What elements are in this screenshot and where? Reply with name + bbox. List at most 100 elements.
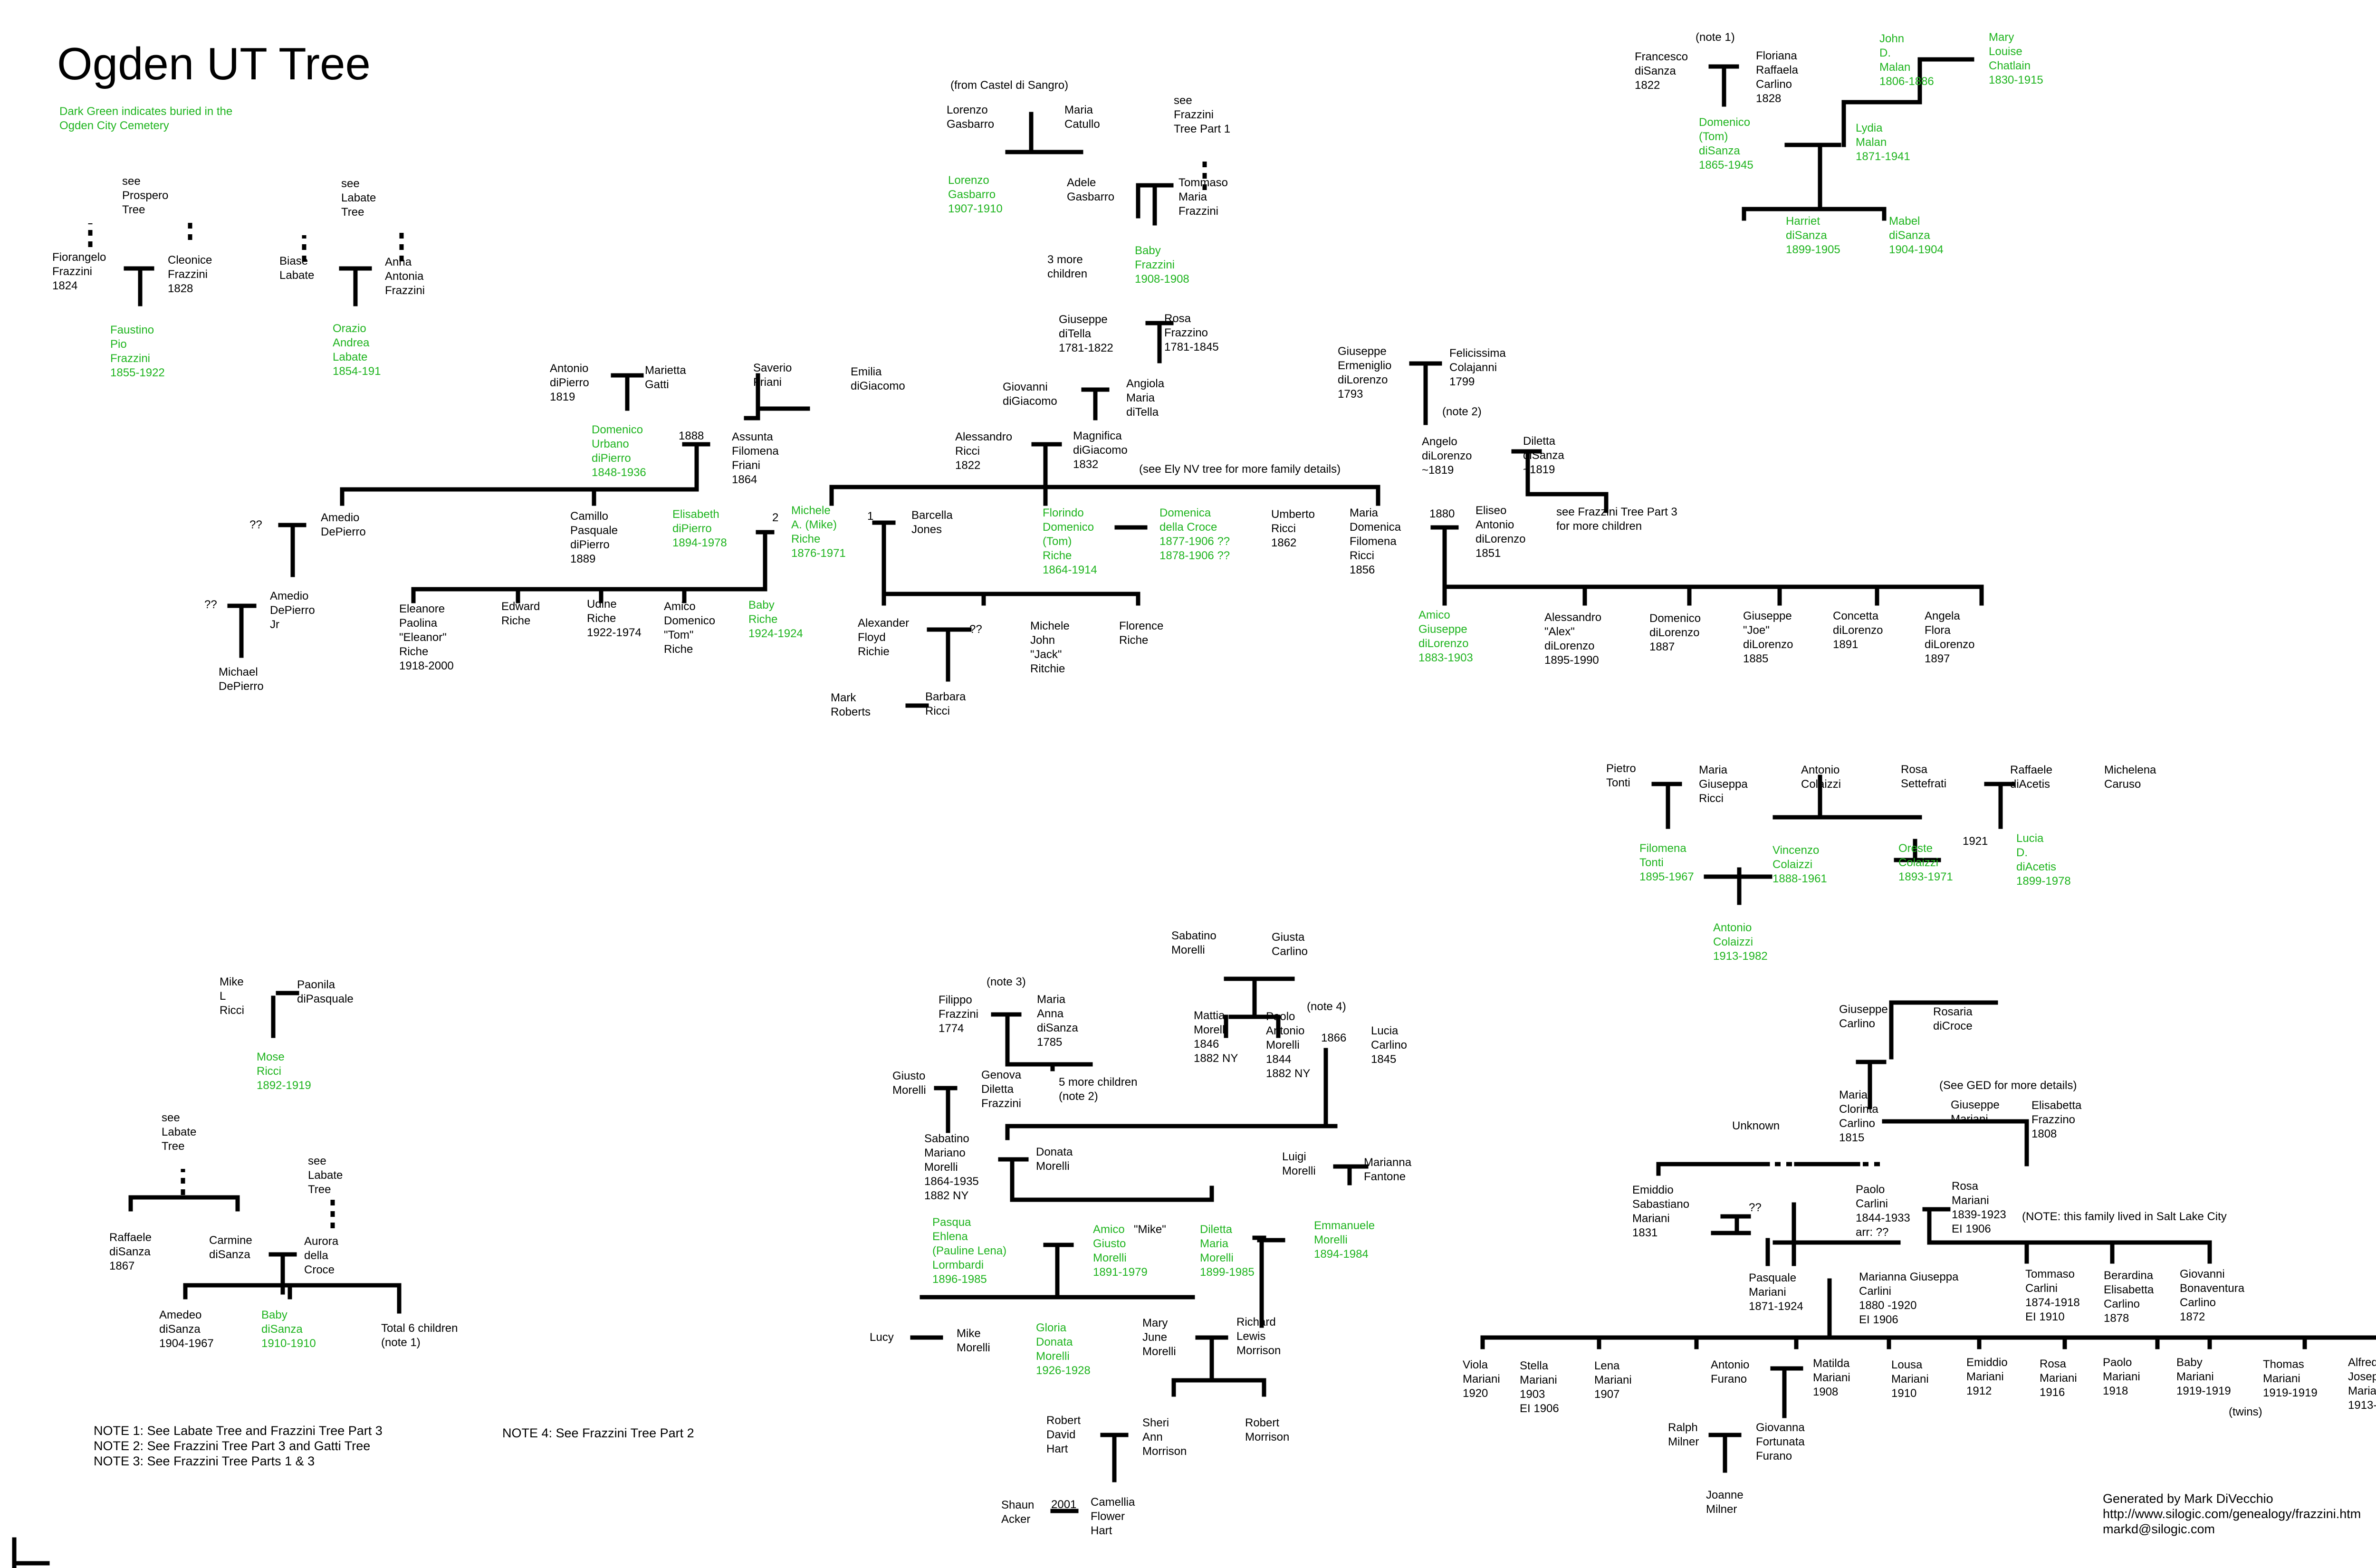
person-entry: ?? bbox=[249, 518, 262, 531]
person-entry: John D. Malan 1806-1886 bbox=[1879, 32, 1934, 88]
person-entry: see Frazzini Tree Part 1 bbox=[1174, 94, 1231, 135]
person-entry: Tommaso Maria Frazzini bbox=[1178, 176, 1228, 218]
person-entry: Rosa Frazzino 1781-1845 bbox=[1164, 312, 1219, 354]
chart-title: Ogden UT Tree bbox=[57, 38, 371, 89]
person-entry: Mark Roberts bbox=[831, 691, 871, 718]
person-entry: ?? bbox=[1749, 1201, 1762, 1214]
person-entry: Joanne Milner bbox=[1706, 1489, 1744, 1516]
person-entry: Amedeo diSanza 1904-1967 bbox=[159, 1309, 214, 1350]
person-entry: Mose Ricci 1892-1919 bbox=[257, 1051, 311, 1092]
person-entry: Lorenzo Gasbarro bbox=[947, 104, 995, 131]
person-entry: Giuseppe Mariani bbox=[1951, 1099, 2000, 1126]
person-entry: Angela Flora diLorenzo 1897 bbox=[1925, 610, 1975, 665]
person-entry: Lucia Carlino 1845 bbox=[1371, 1024, 1408, 1066]
person-entry: Marietta Gatti bbox=[645, 364, 686, 391]
person-entry: Lydia Malan 1871-1941 bbox=[1856, 122, 1910, 163]
person-entry: Pasquale Mariani 1871-1924 bbox=[1749, 1272, 1803, 1313]
person-entry: Domenico Urbano diPierro 1848-1936 bbox=[592, 423, 646, 479]
person-entry: Diletta Maria Morelli 1899-1985 bbox=[1200, 1223, 1255, 1279]
person-entry: Giuseppe "Joe" diLorenzo 1885 bbox=[1743, 610, 1793, 665]
person-entry: ?? bbox=[204, 598, 217, 611]
person-entry: Giuseppe Carlino bbox=[1839, 1003, 1888, 1030]
person-entry: Domenica della Croce 1877-1906 ?? 1878-1… bbox=[1159, 507, 1230, 562]
person-entry: 1880 bbox=[1429, 507, 1455, 520]
person-entry: Lucy bbox=[870, 1331, 894, 1344]
person-entry: see Frazzini Tree Part 3 for more childr… bbox=[1556, 506, 1677, 533]
person-entry: Luigi Morelli bbox=[1282, 1150, 1316, 1177]
person-entry: Antonio Furano bbox=[1711, 1358, 1750, 1386]
legend-note: Dark Green indicates buried in the Ogden… bbox=[59, 105, 233, 132]
person-entry: Udine Riche 1922-1974 bbox=[587, 598, 642, 639]
person-entry: Domenico (Tom) diSanza 1865-1945 bbox=[1699, 116, 1753, 172]
person-entry: Concetta diLorenzo 1891 bbox=[1833, 610, 1883, 651]
person-entry: Domenico diLorenzo 1887 bbox=[1649, 612, 1701, 653]
person-entry: Genova Diletta Frazzini bbox=[981, 1069, 1022, 1110]
person-entry: Maria Giuseppa Ricci bbox=[1699, 764, 1748, 805]
person-entry: Maria Anna diSanza 1785 bbox=[1037, 993, 1078, 1049]
person-entry: Rosaria diCroce bbox=[1933, 1005, 1973, 1033]
person-entry: ?? bbox=[969, 623, 982, 636]
person-entry: Florindo Domenico (Tom) Riche 1864-1914 bbox=[1043, 507, 1097, 576]
person-entry: Giovanna Fortunata Furano bbox=[1756, 1421, 1805, 1463]
person-entry: Sabatino Morelli bbox=[1171, 929, 1217, 956]
person-entry: Emiddio Sabastiano Mariani 1831 bbox=[1632, 1184, 1690, 1239]
person-entry: Filippo Frazzini 1774 bbox=[939, 994, 979, 1035]
person-entry: Rosa Settefrati bbox=[1901, 763, 1947, 790]
person-entry: Michelena Caruso bbox=[2104, 764, 2156, 791]
person-entry: Maria Catullo bbox=[1064, 104, 1100, 131]
person-entry: Berardina Elisabetta Carlino 1878 bbox=[2104, 1269, 2154, 1325]
person-entry: Giuseppe Ermeniglio diLorenzo 1793 bbox=[1338, 345, 1392, 401]
person-entry: Rosa Mariani 1916 bbox=[2040, 1358, 2077, 1399]
person-entry: Thomas Mariani 1919-1919 bbox=[2263, 1358, 2318, 1399]
person-entry: Rosa Mariani 1839-1923 EI 1906 bbox=[1952, 1180, 2006, 1235]
person-entry: Michael DePierro bbox=[219, 666, 264, 693]
person-entry: Angiola Maria diTella bbox=[1126, 377, 1165, 419]
person-entry: Baby Riche 1924-1924 bbox=[748, 599, 803, 640]
person-entry: "Mike" bbox=[1134, 1223, 1166, 1236]
person-entry: Robert David Hart bbox=[1046, 1414, 1081, 1455]
person-entry: Giovanni diGiacomo bbox=[1003, 381, 1057, 408]
footer-note: Generated by Mark DiVecchio http://www.s… bbox=[2103, 1492, 2361, 1536]
person-entry: Florence Riche bbox=[1119, 620, 1164, 647]
person-entry: (twins) bbox=[2229, 1405, 2262, 1418]
person-entry: Paolo Mariani 1918 bbox=[2103, 1356, 2140, 1397]
person-entry: Antonio Colaizzi bbox=[1801, 764, 1841, 791]
person-entry: Elisabetta Frazzino 1808 bbox=[2031, 1099, 2082, 1140]
person-entry: Diletta diSanza ~1819 bbox=[1523, 435, 1564, 476]
person-entry: Saverio Friani bbox=[753, 362, 792, 389]
footer-note: NOTE 4: See Frazzini Tree Part 2 bbox=[502, 1426, 694, 1440]
person-entry: Mike L Ricci bbox=[220, 975, 244, 1017]
person-entry: Harriet diSanza 1899-1905 bbox=[1786, 215, 1840, 256]
person-entry: Francesco diSanza 1822 bbox=[1635, 50, 1688, 92]
person-entry: (from Castel di Sangro) bbox=[950, 79, 1069, 92]
person-entry: Antonio diPierro 1819 bbox=[550, 362, 589, 403]
person-entry: Giuseppe diTella 1781-1822 bbox=[1059, 313, 1113, 354]
person-entry: Lorenzo Gasbarro 1907-1910 bbox=[948, 174, 1003, 215]
person-entry: Emmanuele Morelli 1894-1984 bbox=[1314, 1219, 1375, 1261]
person-entry: Baby diSanza 1910-1910 bbox=[261, 1309, 316, 1350]
person-entry: Giusto Morelli 1891-1979 bbox=[1093, 1237, 1148, 1279]
person-entry: Aurora della Croce bbox=[304, 1235, 339, 1276]
person-entry: Mabel diSanza 1904-1904 bbox=[1889, 215, 1944, 256]
person-entry: Paonila diPasquale bbox=[297, 978, 354, 1005]
person-entry: 1921 bbox=[1963, 835, 1988, 848]
person-entry: Elisabeth diPierro 1894-1978 bbox=[672, 508, 727, 549]
person-entry: 3 more children bbox=[1047, 253, 1088, 280]
person-entry: Biase Labate bbox=[279, 255, 315, 282]
person-entry: Mary June Morelli bbox=[1142, 1317, 1176, 1358]
person-entry: Donata Morelli bbox=[1036, 1146, 1073, 1173]
person-entry: Tommaso Carlini 1874-1918 EI 1910 bbox=[2025, 1268, 2080, 1323]
person-entry: (see Ely NV tree for more family details… bbox=[1139, 463, 1341, 476]
person-entry: Richard Lewis Morrison bbox=[1236, 1316, 1281, 1357]
person-entry: Lousa Mariani 1910 bbox=[1891, 1358, 1929, 1400]
footer-note: NOTE 1: See Labate Tree and Frazzini Tre… bbox=[94, 1424, 383, 1468]
person-entry: Mary Louise Chatlain 1830-1915 bbox=[1989, 31, 2043, 86]
person-entry: Amico bbox=[1093, 1223, 1125, 1236]
person-entry: see Labate Tree bbox=[308, 1155, 343, 1196]
person-entry: Edward Riche bbox=[501, 600, 540, 627]
person-entry: Unknown bbox=[1732, 1119, 1780, 1132]
person-entry: Michele A. (Mike) Riche 1876-1971 bbox=[791, 504, 846, 560]
person-entry: Sheri Ann Morrison bbox=[1142, 1416, 1187, 1458]
person-entry: 5 more children (note 2) bbox=[1059, 1076, 1138, 1103]
person-entry: Maria Clorinta Carlino 1815 bbox=[1839, 1089, 1878, 1144]
